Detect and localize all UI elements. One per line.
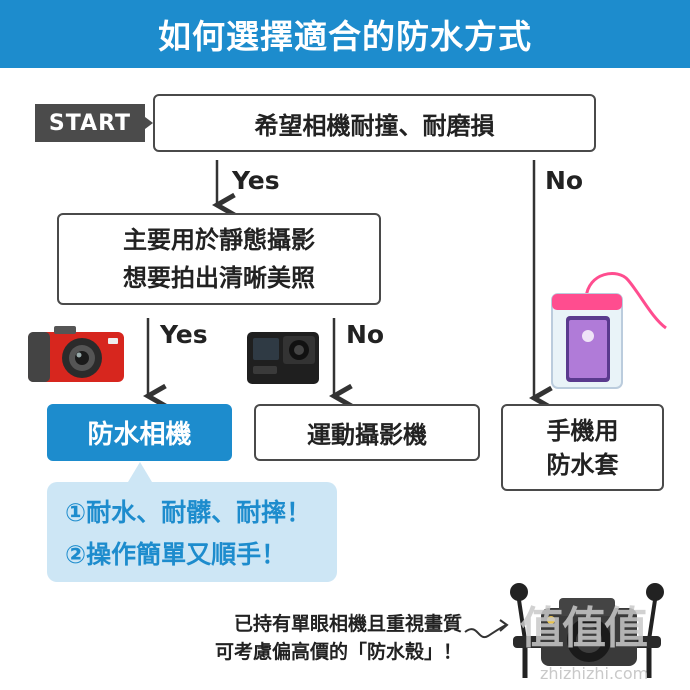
label-no-2: No (346, 320, 385, 349)
phone-bag-image (548, 266, 668, 390)
result-waterproof-camera: 防水相機 (47, 404, 232, 461)
note-arrow (464, 624, 507, 639)
question-durable: 希望相機耐撞、耐磨損 (153, 94, 596, 152)
result-phone-bag-line1: 手機用 (546, 416, 619, 445)
label-yes-1: Yes (232, 166, 280, 195)
tip-callout: ①耐水、耐髒、耐摔！ ②操作簡單又順手！ (47, 482, 337, 582)
housing-note-line1: 已持有單眼相機且重視畫質 (233, 613, 462, 635)
question-still-photo-line2: 想要拍出清晰美照 (123, 264, 315, 292)
start-badge: START (35, 104, 145, 142)
label-no-1: No (545, 166, 584, 195)
housing-note-line2: 可考慮偏高價的「防水殼」！ (214, 641, 462, 663)
tip-pointer (128, 462, 152, 482)
question-still-photo-line1: 主要用於靜態攝影 (123, 226, 315, 254)
underwater-housing-image (505, 580, 675, 684)
tip-line2: ②操作簡單又順手！ (65, 540, 287, 569)
question-still-photo: 主要用於靜態攝影 想要拍出清晰美照 (57, 213, 381, 305)
tip-line1: ①耐水、耐髒、耐摔！ (65, 498, 312, 527)
result-phone-bag: 手機用 防水套 (501, 404, 664, 491)
result-action-camera: 運動攝影機 (254, 404, 480, 461)
action-camera-image (245, 330, 321, 386)
page-title: 如何選擇適合的防水方式 (0, 0, 690, 68)
watermark-url: zhizhizhi.com (540, 664, 649, 683)
result-phone-bag-line2: 防水套 (546, 450, 619, 479)
waterproof-camera-image (24, 322, 128, 386)
housing-note: 已持有單眼相機且重視畫質 可考慮偏高價的「防水殼」！ (162, 610, 462, 666)
watermark-logo: 值值值 (520, 603, 648, 654)
label-yes-2: Yes (160, 320, 208, 349)
